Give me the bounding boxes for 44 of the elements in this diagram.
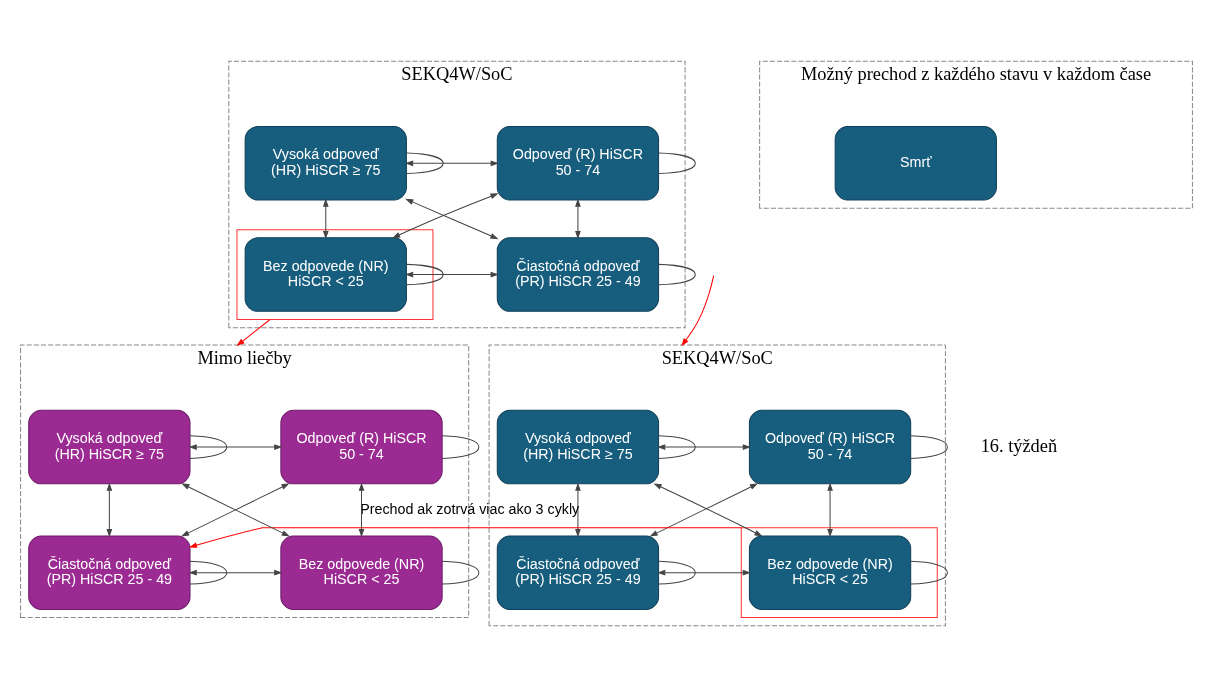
arrow bbox=[188, 569, 283, 576]
arrow bbox=[358, 482, 365, 537]
connector bbox=[910, 434, 948, 459]
arrow bbox=[405, 271, 499, 277]
arrow bbox=[236, 318, 271, 346]
arrow bbox=[106, 482, 113, 537]
arrow bbox=[575, 482, 581, 537]
arrow bbox=[392, 192, 499, 238]
arrow bbox=[188, 526, 742, 548]
arrow bbox=[657, 443, 751, 450]
connector bbox=[441, 560, 480, 585]
connector bbox=[189, 434, 228, 459]
connector bbox=[658, 434, 696, 459]
arrow bbox=[322, 198, 329, 239]
node-box: Vysoká odpoveď (HR) HiSCR ≥ 75 bbox=[244, 125, 407, 201]
node-box: Smrť bbox=[834, 125, 997, 201]
connector bbox=[405, 263, 444, 285]
node-box: Čiastočná odpoveď (PR) HiSCR 25 - 49 bbox=[496, 236, 660, 312]
node-box: Čiastočná odpoveď (PR) HiSCR 25 - 49 bbox=[496, 534, 660, 610]
node-box: Bez odpovede (NR) HiSCR < 25 bbox=[244, 236, 407, 312]
connector bbox=[658, 152, 696, 174]
arrow bbox=[405, 198, 499, 239]
arrow bbox=[575, 198, 581, 239]
connector bbox=[910, 560, 948, 585]
arrow bbox=[181, 482, 290, 537]
arrow bbox=[681, 274, 715, 346]
node-box: Odpoveď (R) HiSCR 50 - 74 bbox=[280, 409, 443, 484]
arrow bbox=[827, 482, 833, 537]
node-box: Vysoká odpoveď (HR) HiSCR ≥ 75 bbox=[28, 409, 191, 484]
node-box: Odpoveď (R) HiSCR 50 - 74 bbox=[748, 409, 912, 484]
node-box: Bez odpovede (NR) HiSCR < 25 bbox=[280, 534, 443, 610]
node-box: Odpoveď (R) HiSCR 50 - 74 bbox=[496, 125, 660, 201]
label: 16. týždeň bbox=[980, 435, 1058, 456]
connector bbox=[658, 560, 696, 585]
connector bbox=[189, 560, 228, 585]
arrow bbox=[188, 443, 283, 450]
connector bbox=[405, 152, 444, 174]
arrow bbox=[405, 159, 499, 166]
node-box: Vysoká odpoveď (HR) HiSCR ≥ 75 bbox=[496, 409, 660, 484]
node-box: Čiastočná odpoveď (PR) HiSCR 25 - 49 bbox=[28, 534, 191, 610]
connector bbox=[441, 434, 480, 459]
connector bbox=[658, 263, 696, 285]
arrow bbox=[657, 569, 751, 576]
node-box: Bez odpovede (NR) HiSCR < 25 bbox=[748, 534, 912, 610]
